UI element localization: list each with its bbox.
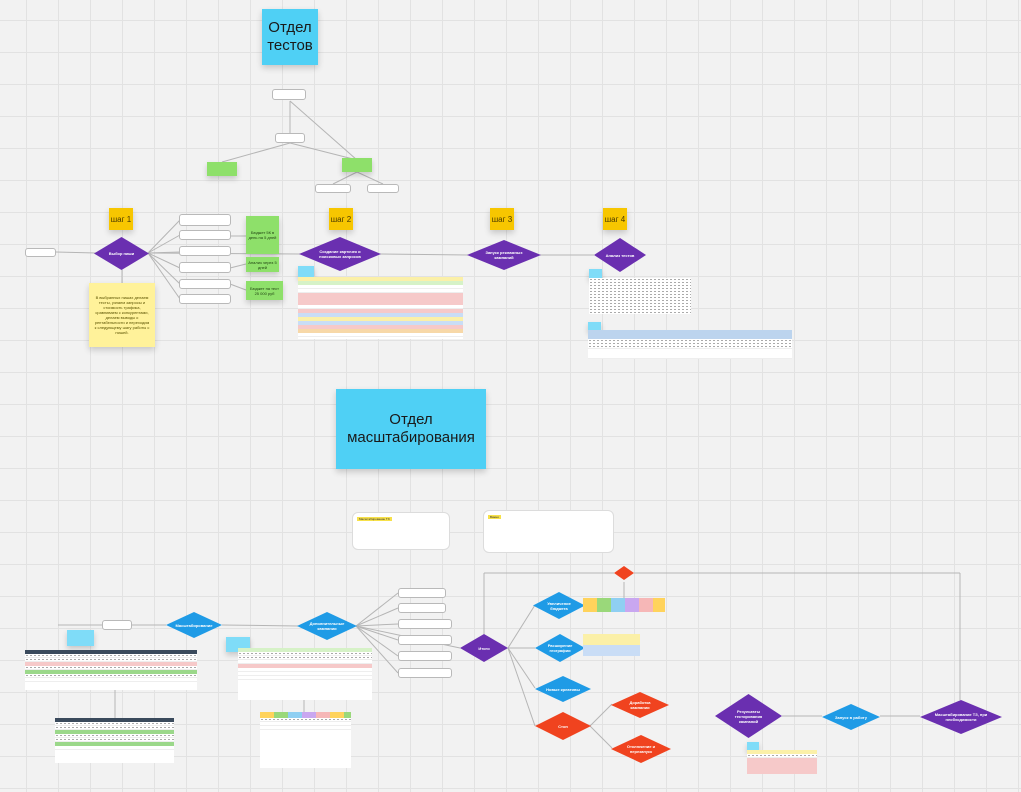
step-2-label[interactable]: шаг 2 bbox=[329, 208, 353, 230]
info-card-1[interactable]: Масштабирование ТЗ bbox=[352, 512, 450, 550]
scaling-option-5[interactable] bbox=[398, 651, 452, 661]
step-4-spreadsheet-1[interactable] bbox=[589, 278, 691, 314]
budget-option-5[interactable] bbox=[179, 279, 231, 289]
budget-option-2[interactable] bbox=[179, 230, 231, 240]
branch-sheet-1[interactable] bbox=[583, 598, 665, 612]
tree-leaf-box-2[interactable] bbox=[367, 184, 399, 193]
scaling-option-6[interactable] bbox=[398, 668, 452, 678]
step-4-cyan-tag-1[interactable] bbox=[589, 269, 602, 279]
budget-option-6[interactable] bbox=[179, 294, 231, 304]
step-1-yellow-note[interactable]: В выбранных нишах делаем тесты, узнаем з… bbox=[89, 283, 155, 347]
loop-red-node[interactable] bbox=[614, 566, 634, 580]
budget-option-1[interactable] bbox=[179, 214, 231, 226]
step-4-spreadsheet-2[interactable] bbox=[588, 330, 792, 359]
budget-option-4[interactable] bbox=[179, 262, 231, 273]
tree-root-box[interactable] bbox=[272, 89, 306, 100]
tests-section-title[interactable]: Отдел тестов bbox=[262, 9, 318, 65]
scaling-option-4[interactable] bbox=[398, 635, 452, 645]
budget-option-3[interactable] bbox=[179, 246, 231, 256]
scaling-section-title[interactable]: Отдел масштабирования bbox=[336, 389, 486, 469]
scaling-spreadsheet-4[interactable] bbox=[260, 712, 351, 768]
scaling-option-2[interactable] bbox=[398, 603, 446, 613]
step-1-green-note-1[interactable]: Бюджет 5К в день на 5 дней bbox=[246, 216, 279, 254]
scaling-start-box[interactable] bbox=[102, 620, 132, 630]
step-2-cyan-tag[interactable] bbox=[298, 266, 314, 278]
tree-node-box[interactable] bbox=[275, 133, 305, 143]
info-card-2-header: Важно bbox=[488, 515, 502, 519]
step-4-cyan-tag-2[interactable] bbox=[588, 322, 601, 331]
branch-sheet-2[interactable] bbox=[583, 634, 640, 656]
scaling-spreadsheet-2[interactable] bbox=[55, 718, 174, 763]
tree-green-note-left[interactable] bbox=[207, 162, 237, 176]
info-card-1-header: Масштабирование ТЗ bbox=[357, 517, 392, 521]
scaling-spreadsheet-1[interactable] bbox=[25, 650, 197, 690]
right-spreadsheet[interactable] bbox=[747, 750, 817, 774]
scaling-spreadsheet-3[interactable] bbox=[238, 648, 372, 700]
tree-leaf-box-1[interactable] bbox=[315, 184, 351, 193]
tree-green-note-right[interactable] bbox=[342, 158, 372, 172]
step-2-spreadsheet[interactable] bbox=[298, 277, 463, 339]
right-cyan-tag[interactable] bbox=[747, 742, 759, 751]
scaling-option-3[interactable] bbox=[398, 619, 452, 629]
step-1-green-note-3[interactable]: Бюджет на тест 25 000 руб bbox=[246, 281, 283, 300]
info-card-2[interactable]: Важно bbox=[483, 510, 614, 553]
scaling-cyan-tag-1[interactable] bbox=[67, 630, 94, 646]
step-1-label[interactable]: шаг 1 bbox=[109, 208, 133, 230]
scaling-option-1[interactable] bbox=[398, 588, 446, 598]
start-box[interactable] bbox=[25, 248, 56, 257]
step-3-label[interactable]: шаг 3 bbox=[490, 208, 514, 230]
step-4-label[interactable]: шаг 4 bbox=[603, 208, 627, 230]
step-1-green-note-2[interactable]: Анализ через 5 дней bbox=[246, 257, 279, 272]
